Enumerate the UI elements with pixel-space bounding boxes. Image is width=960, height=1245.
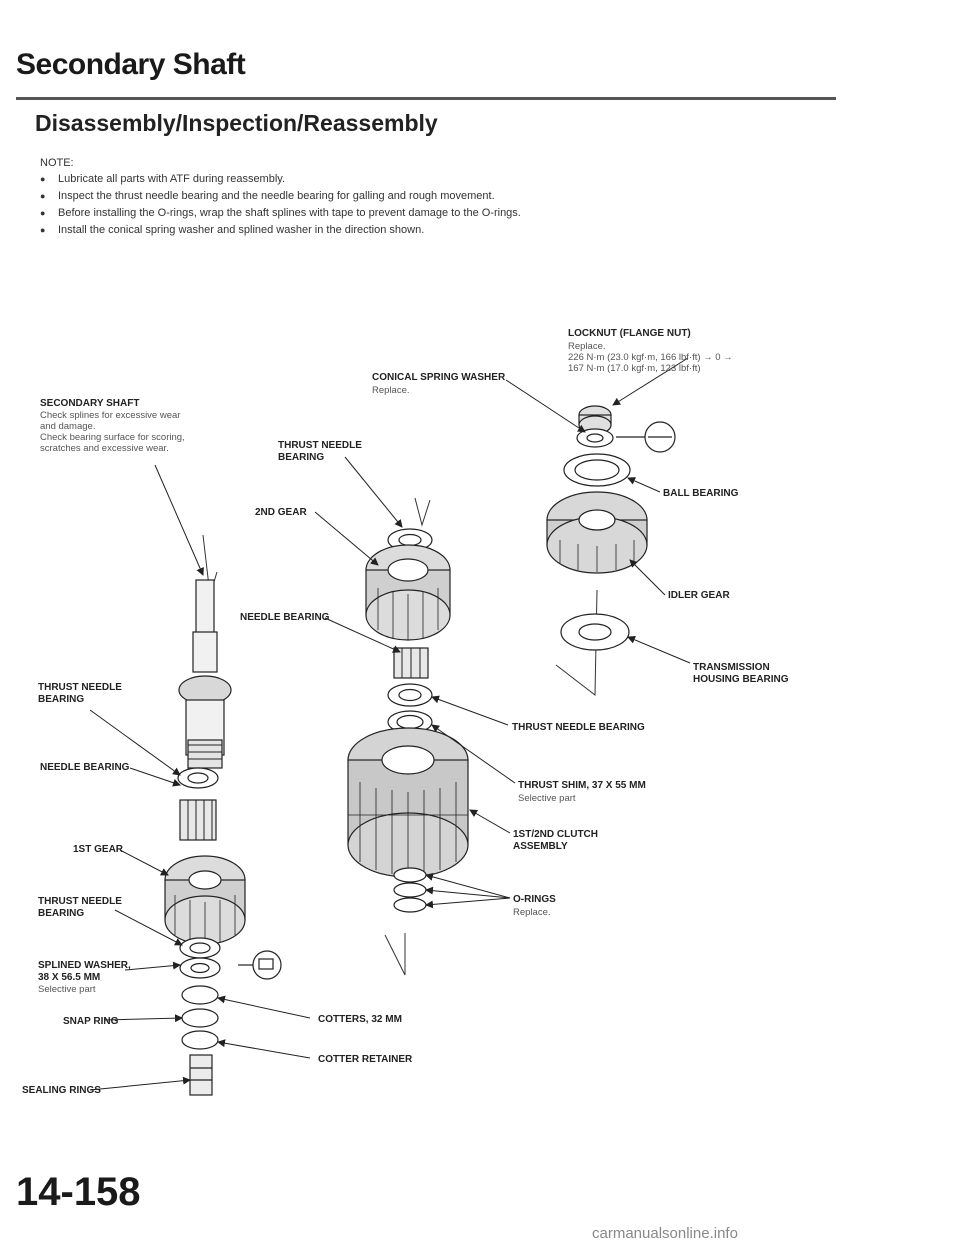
cotters (181, 985, 219, 1005)
label-conical-washer: CONICAL SPRING WASHER (372, 372, 506, 383)
label-thrust-shim-note: Selective part (518, 793, 576, 804)
snap-ring (181, 1008, 219, 1028)
label-thrust-needle-left-2: BEARING (38, 694, 85, 705)
label-cotters: COTTERS, 32 mm (318, 1014, 402, 1025)
needle-bearing-left (179, 799, 217, 841)
o-rings (393, 867, 427, 913)
note-block: NOTE: Lubricate all parts with ATF durin… (40, 157, 820, 241)
label-transmission-housing-2: HOUSING BEARING (693, 674, 789, 685)
leader-lines (89, 357, 691, 1091)
label-splined-washer-note: Selective part (38, 984, 96, 995)
label-thrust-needle-top-1: THRUST NEEDLE (278, 440, 362, 451)
label-secondary-shaft-note-3: Check bearing surface for scoring, (40, 432, 185, 443)
label-secondary-shaft-note-4: scratches and excessive wear. (40, 443, 169, 454)
washer-direction-icon (616, 421, 676, 453)
cotter-retainer (181, 1030, 219, 1050)
conical-spring-washer (576, 428, 614, 448)
note-heading: NOTE: (40, 157, 74, 169)
label-o-rings: O-RINGS (513, 894, 556, 905)
label-idler-gear: IDLER GEAR (668, 590, 730, 601)
label-locknut-torque-1: 226 N·m (23.0 kgf·m, 166 lbf·ft) → 0 → (568, 352, 733, 363)
label-splined-washer: SPLINED WASHER, (38, 960, 131, 971)
label-secondary-shaft: SECONDARY SHAFT (40, 398, 140, 409)
page-number: 14-158 (16, 1170, 141, 1214)
note-item: Inspect the thrust needle bearing and th… (40, 190, 820, 203)
label-locknut-replace: Replace. (568, 341, 606, 352)
thrust-needle-bearing-center (387, 683, 433, 707)
label-locknut: LOCKNUT (FLANGE NUT) (568, 328, 691, 339)
label-needle-bearing-left: NEEDLE BEARING (40, 762, 130, 773)
watermark: carmanualsonline.info (592, 1225, 738, 1242)
label-snap-ring: SNAP RING (63, 1016, 119, 1027)
ball-bearing (563, 453, 631, 487)
label-secondary-shaft-note-1: Check splines for excessive wear (40, 410, 181, 421)
clutch-assembly (347, 727, 469, 878)
note-item: Install the conical spring washer and sp… (40, 224, 820, 237)
label-thrust-needle-low-1: THRUST NEEDLE (38, 896, 122, 907)
secondary-shaft (178, 579, 232, 769)
label-second-gear: 2ND GEAR (255, 507, 307, 518)
label-thrust-needle-right: THRUST NEEDLE BEARING (512, 722, 645, 733)
label-clutch-1: 1ST/2ND CLUTCH (513, 829, 599, 840)
splined-washer (179, 957, 221, 979)
sealing-rings (189, 1054, 213, 1096)
second-gear (365, 544, 451, 641)
label-first-gear: 1ST GEAR (73, 844, 124, 855)
label-needle-bearing-center: NEEDLE BEARING (240, 612, 330, 623)
label-transmission-housing-1: TRANSMISSION (693, 662, 770, 673)
label-sealing-rings: SEALING RINGS (22, 1085, 101, 1096)
thrust-needle-bearing-low (179, 937, 221, 959)
washer-orientation-icon (238, 950, 282, 980)
label-thrust-needle-low-2: BEARING (38, 908, 85, 919)
label-splined-washer-size: 38 x 56.5 mm (38, 972, 101, 983)
thrust-needle-bearing-left (177, 767, 219, 789)
label-ball-bearing: BALL BEARING (663, 488, 739, 499)
needle-bearing-center (393, 647, 429, 679)
label-thrust-needle-left-1: THRUST NEEDLE (38, 682, 122, 693)
note-list: Lubricate all parts with ATF during reas… (40, 173, 820, 237)
label-cotter-retainer: COTTER RETAINER (318, 1054, 413, 1065)
note-item: Before installing the O-rings, wrap the … (40, 207, 820, 220)
section-title: Disassembly/Inspection/Reassembly (35, 110, 438, 136)
label-thrust-shim: THRUST SHIM, 37 x 55 mm (518, 780, 646, 791)
label-conical-washer-replace: Replace. (372, 385, 410, 396)
title-rule (16, 97, 836, 100)
label-clutch-2: ASSEMBLY (513, 841, 568, 852)
label-thrust-needle-top-2: BEARING (278, 452, 325, 463)
note-item: Lubricate all parts with ATF during reas… (40, 173, 820, 186)
label-o-rings-replace: Replace. (513, 907, 551, 918)
label-secondary-shaft-note-2: and damage. (40, 421, 96, 432)
first-gear (164, 855, 246, 945)
page-title: Secondary Shaft (16, 48, 246, 81)
idler-gear (546, 491, 648, 574)
transmission-housing-bearing (560, 613, 630, 651)
label-locknut-torque-2: 167 N·m (17.0 kgf·m, 123 lbf·ft) (568, 363, 701, 374)
